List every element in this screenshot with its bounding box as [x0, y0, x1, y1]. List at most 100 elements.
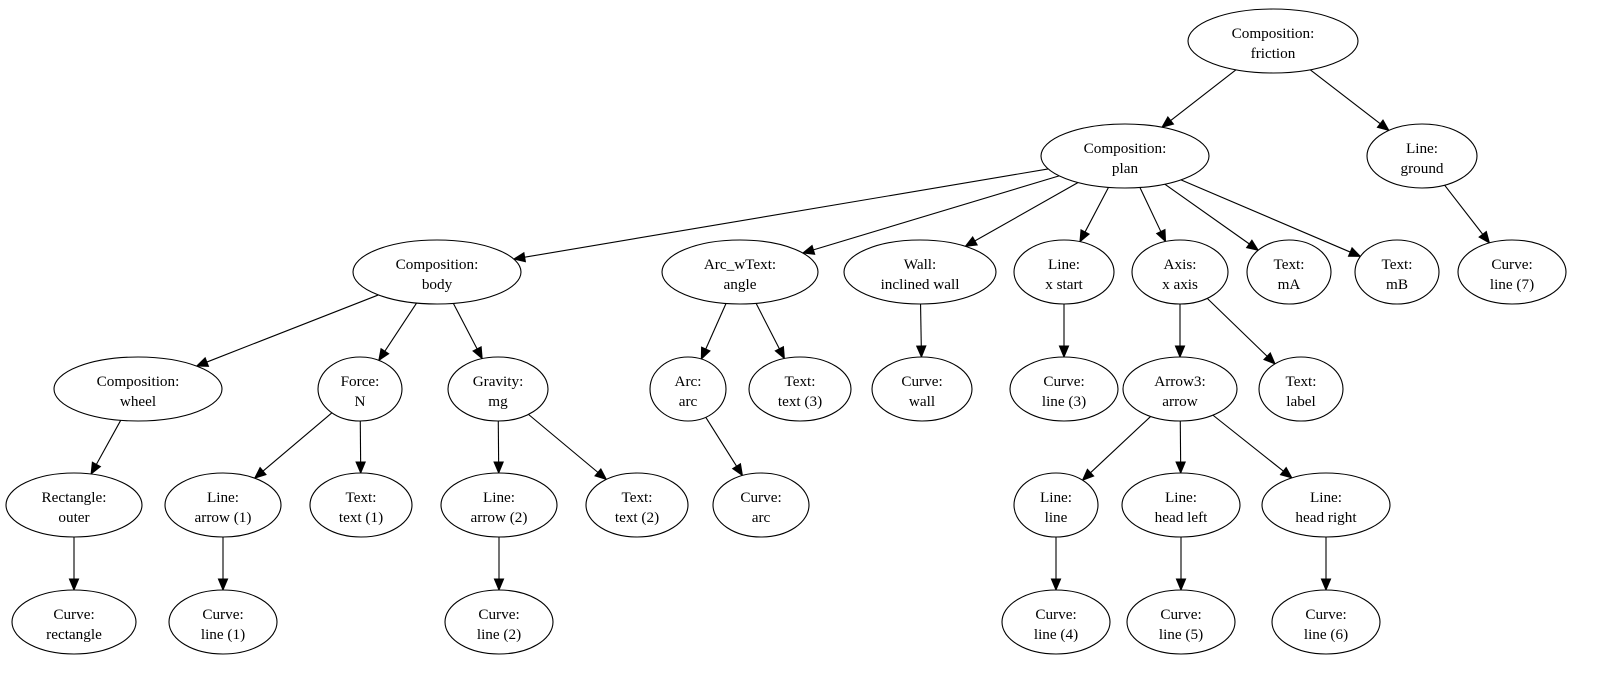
graph-node-friction[interactable]: Composition:friction	[1187, 8, 1359, 74]
node-ellipse-body[interactable]	[352, 239, 522, 305]
graph-node-label[interactable]: Text:label	[1258, 356, 1344, 422]
node-ellipse-curve_rect[interactable]	[11, 589, 137, 655]
node-ellipse-curve_line4[interactable]	[1001, 589, 1111, 655]
graph-node-curve_line2[interactable]: Curve:line (2)	[444, 589, 554, 655]
graph-node-curve_line4[interactable]: Curve:line (4)	[1001, 589, 1111, 655]
graph-node-ground[interactable]: Line:ground	[1366, 123, 1478, 189]
node-ellipse-curve_wall[interactable]	[871, 356, 973, 422]
node-ellipse-x_start[interactable]	[1013, 239, 1115, 305]
node-label-type-plan: Composition:	[1084, 140, 1167, 157]
node-ellipse-head_left[interactable]	[1121, 472, 1241, 538]
graph-node-curve_line6[interactable]: Curve:line (6)	[1271, 589, 1381, 655]
graph-node-angle[interactable]: Arc_wText:angle	[661, 239, 819, 305]
node-ellipse-arrow1[interactable]	[164, 472, 282, 538]
node-label-type-friction: Composition:	[1232, 25, 1315, 42]
graph-node-curve_rect[interactable]: Curve:rectangle	[11, 589, 137, 655]
edge-arrowhead-curve_line4	[1050, 578, 1062, 592]
graph-node-x_start[interactable]: Line:x start	[1013, 239, 1115, 305]
node-label-type-curve_rect: Curve:	[53, 606, 94, 623]
graph-node-curve_wall[interactable]: Curve:wall	[871, 356, 973, 422]
node-label-type-arrow2: Line:	[483, 489, 515, 506]
node-label-type-text2: Text:	[622, 489, 653, 506]
graph-node-x_axis[interactable]: Axis:x axis	[1131, 239, 1229, 305]
edge-arrowhead-line7	[1478, 230, 1491, 244]
graph-node-arrow1[interactable]: Line:arrow (1)	[164, 472, 282, 538]
graph-node-curve_arc[interactable]: Curve:arc	[712, 472, 810, 538]
node-label-name-curve_line5: line (5)	[1159, 626, 1203, 643]
node-ellipse-arrow2[interactable]	[440, 472, 558, 538]
node-ellipse-ground[interactable]	[1366, 123, 1478, 189]
node-ellipse-wheel[interactable]	[53, 356, 223, 422]
graph-node-mB[interactable]: Text: mB	[1354, 239, 1440, 305]
node-ellipse-line7[interactable]	[1457, 239, 1567, 305]
node-label-name-ground: ground	[1400, 160, 1443, 177]
node-ellipse-line3[interactable]	[1009, 356, 1119, 422]
graph-node-rect_outer[interactable]: Rectangle:outer	[5, 472, 143, 538]
graph-node-body[interactable]: Composition:body	[352, 239, 522, 305]
graph-node-text2[interactable]: Text:text (2)	[585, 472, 689, 538]
node-ellipse-plan[interactable]	[1040, 123, 1210, 189]
node-ellipse-friction[interactable]	[1187, 8, 1359, 74]
graph-node-line3[interactable]: Curve:line (3)	[1009, 356, 1119, 422]
node-label-type-line7: Curve:	[1491, 256, 1532, 273]
node-ellipse-text1[interactable]	[309, 472, 413, 538]
node-ellipse-inclined_wall[interactable]	[843, 239, 997, 305]
graph-node-inclined_wall[interactable]: Wall:inclined wall	[843, 239, 997, 305]
graph-node-gravity_mg[interactable]: Gravity:mg	[447, 356, 549, 422]
edge-ground-to-line7	[1444, 184, 1484, 235]
edge-arrowhead-wheel	[195, 356, 210, 367]
edge-arrowhead-label	[1263, 352, 1276, 365]
node-label-type-x_axis: Axis:	[1164, 256, 1197, 273]
node-ellipse-arrow3[interactable]	[1122, 356, 1238, 422]
node-ellipse-gravity_mg[interactable]	[447, 356, 549, 422]
graph-node-head_left[interactable]: Line:head left	[1121, 472, 1241, 538]
node-ellipse-curve_line1[interactable]	[168, 589, 278, 655]
node-label-name-angle: angle	[724, 276, 757, 293]
node-ellipse-curve_line5[interactable]	[1126, 589, 1236, 655]
node-ellipse-curve_line2[interactable]	[444, 589, 554, 655]
node-ellipse-x_axis[interactable]	[1131, 239, 1229, 305]
graph-node-line7[interactable]: Curve:line (7)	[1457, 239, 1567, 305]
node-ellipse-curve_arc[interactable]	[712, 472, 810, 538]
node-label-name-curve_line1: line (1)	[201, 626, 245, 643]
node-ellipse-line_line[interactable]	[1013, 472, 1099, 538]
node-ellipse-force_N[interactable]	[317, 356, 403, 422]
graph-node-text1[interactable]: Text:text (1)	[309, 472, 413, 538]
graph-node-line_line[interactable]: Line:line	[1013, 472, 1099, 538]
node-ellipse-mB[interactable]	[1354, 239, 1440, 305]
graph-node-plan[interactable]: Composition:plan	[1040, 123, 1210, 189]
node-label-type-curve_line5: Curve:	[1160, 606, 1201, 623]
graph-node-arrow3[interactable]: Arrow3:arrow	[1122, 356, 1238, 422]
edge-arrowhead-mB	[1347, 246, 1362, 257]
node-ellipse-head_right[interactable]	[1261, 472, 1391, 538]
graph-node-force_N[interactable]: Force:N	[317, 356, 403, 422]
node-label-name-curve_line4: line (4)	[1034, 626, 1078, 643]
edge-plan-to-angle	[813, 175, 1060, 251]
graph-node-arrow2[interactable]: Line:arrow (2)	[440, 472, 558, 538]
edges-layer	[68, 69, 1491, 592]
node-ellipse-label[interactable]	[1258, 356, 1344, 422]
node-ellipse-rect_outer[interactable]	[5, 472, 143, 538]
graph-node-mA[interactable]: Text:mA	[1246, 239, 1332, 305]
graph-node-arc[interactable]: Arc: arc	[649, 356, 727, 422]
node-ellipse-curve_line6[interactable]	[1271, 589, 1381, 655]
edge-friction-to-plan	[1170, 69, 1237, 121]
graph-node-wheel[interactable]: Composition:wheel	[53, 356, 223, 422]
node-label-name-rect_outer: outer	[58, 509, 89, 526]
node-ellipse-text2[interactable]	[585, 472, 689, 538]
graph-node-text3[interactable]: Text:text (3)	[748, 356, 852, 422]
node-label-name-arc: arc	[679, 393, 698, 410]
edge-arrowhead-arrow3	[1174, 345, 1186, 359]
node-label-type-arc: Arc:	[675, 373, 702, 390]
node-ellipse-mA[interactable]	[1246, 239, 1332, 305]
node-label-type-mB: Text:	[1382, 256, 1413, 273]
graph-node-curve_line1[interactable]: Curve:line (1)	[168, 589, 278, 655]
node-ellipse-angle[interactable]	[661, 239, 819, 305]
graph-node-head_right[interactable]: Line:head right	[1261, 472, 1391, 538]
node-label-type-inclined_wall: Wall:	[904, 256, 937, 273]
node-ellipse-arc[interactable]	[649, 356, 727, 422]
node-ellipse-text3[interactable]	[748, 356, 852, 422]
graph-node-curve_line5[interactable]: Curve: line (5)	[1126, 589, 1236, 655]
node-label-type-head_right: Line:	[1310, 489, 1342, 506]
node-label-name-mB: mB	[1386, 276, 1408, 293]
